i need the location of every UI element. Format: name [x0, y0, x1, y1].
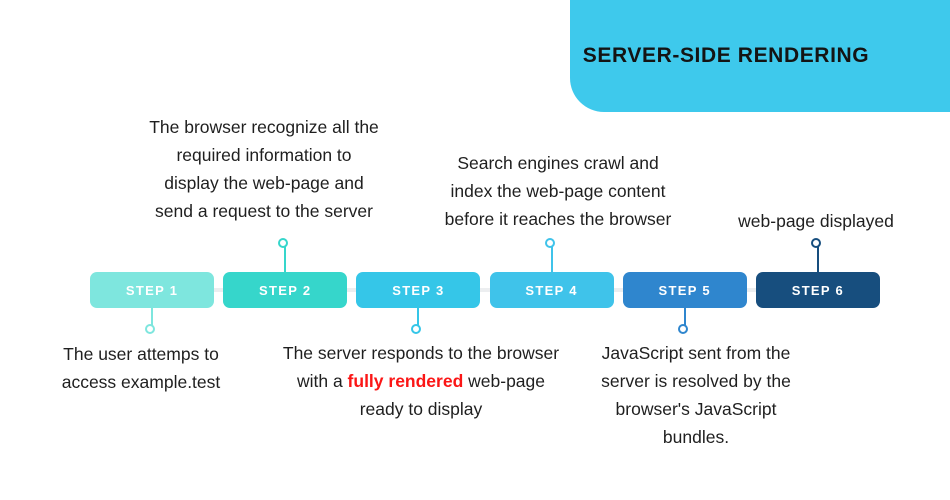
connector-stem — [683, 308, 686, 329]
caption-text-pre: The server responds to the browser with … — [282, 343, 560, 391]
step-label: STEP 1 — [125, 282, 179, 298]
caption-step-3: The server responds to the browser with … — [277, 339, 565, 423]
connector-dot-icon — [677, 324, 688, 334]
caption-line: bundles. — [662, 427, 730, 447]
step-label: STEP 3 — [392, 282, 445, 298]
connector-dot-icon — [145, 324, 156, 334]
connector-step-4 — [544, 238, 559, 272]
page-title: SERVER-SIDE RENDERING — [582, 44, 870, 67]
step-label: STEP 2 — [259, 282, 312, 298]
caption-step-1: The user attemps to access example.test — [30, 340, 252, 396]
step-chip-4[interactable]: STEP 4 — [489, 272, 614, 308]
step-progress-bar: STEP 1 STEP 2 STEP 3 STEP 4 STEP 5 STEP … — [90, 272, 880, 308]
connector-stem — [284, 243, 287, 272]
caption-line: index the web-page content — [450, 181, 666, 201]
caption-line: server is resolved by the — [601, 371, 791, 391]
connector-dot-icon — [810, 238, 821, 248]
caption-line: web-page displayed — [738, 211, 894, 231]
step-label: STEP 6 — [791, 282, 845, 298]
caption-step-6: web-page displayed — [694, 207, 938, 235]
caption-line: The browser recognize all the — [149, 117, 379, 137]
caption-text-post: web-page ready to display — [359, 371, 546, 419]
step-chip-5[interactable]: STEP 5 — [622, 272, 747, 308]
caption-step-2: The browser recognize all the required i… — [118, 113, 410, 225]
connector-step-2 — [278, 238, 292, 272]
connector-stem — [550, 243, 553, 272]
connector-step-6 — [810, 238, 825, 272]
connector-stem — [816, 243, 819, 272]
caption-line: The user attemps to — [63, 344, 219, 364]
step-chip-3[interactable]: STEP 3 — [356, 272, 481, 308]
connector-step-1 — [145, 308, 159, 334]
step-chip-2[interactable]: STEP 2 — [223, 272, 348, 308]
connector-dot-icon — [411, 324, 422, 334]
connector-dot-icon — [544, 238, 555, 248]
caption-line: access example.test — [61, 372, 221, 392]
caption-highlight: fully rendered — [347, 371, 464, 391]
connector-stem — [417, 308, 420, 329]
connector-dot-icon — [278, 238, 289, 248]
caption-line: JavaScript sent from the — [601, 343, 791, 363]
caption-step-5: JavaScript sent from the server is resol… — [565, 339, 827, 451]
header-banner: SERVER-SIDE RENDERING — [570, 0, 950, 112]
caption-step-4: Search engines crawl and index the web-p… — [422, 149, 694, 233]
caption-line: required information to — [176, 145, 352, 165]
connector-stem — [151, 308, 154, 329]
connector-step-5 — [677, 308, 692, 334]
caption-line: send a request to the server — [155, 201, 373, 221]
step-label: STEP 4 — [525, 282, 578, 298]
caption-line: Search engines crawl and — [457, 153, 659, 173]
caption-line: before it reaches the browser — [444, 209, 672, 229]
caption-line: display the web-page and — [164, 173, 364, 193]
connector-step-3 — [411, 308, 425, 334]
caption-line: browser's JavaScript — [615, 399, 777, 419]
step-rail — [90, 288, 880, 292]
step-label: STEP 5 — [658, 282, 711, 298]
step-chip-1[interactable]: STEP 1 — [90, 272, 215, 308]
step-chip-6[interactable]: STEP 6 — [755, 272, 880, 308]
